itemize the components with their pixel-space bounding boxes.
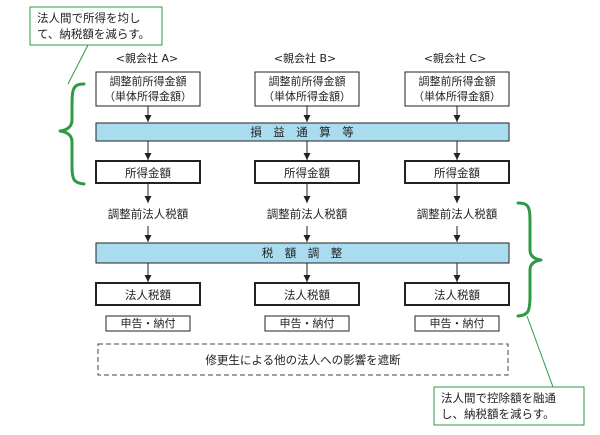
filing-b-label: 申告・納付 [280,317,335,330]
company-a-header: <親会社 A> [116,51,178,65]
tax-box-a: 法人税額 [95,282,201,306]
callout-top-line1: 法人間で所得を均し [37,11,141,25]
pre-income-a-line1: 調整前所得金額 [110,74,187,88]
tax-b-label: 法人税額 [284,288,330,302]
tax-adjustment-band: 税 額 調 整 [95,242,510,264]
pre-income-c-line1: 調整前所得金額 [419,74,496,88]
filing-box-b: 申告・納付 [264,315,350,332]
aggregation-band: 損 益 通 算 等 [95,122,510,142]
filing-c-label: 申告・納付 [430,317,485,330]
company-c-header: <親会社 C> [424,51,487,65]
callout-bottom: 法人間で控除額を融通 し、納税額を減らす。 [433,315,585,426]
filing-box-a: 申告・納付 [105,315,191,332]
income-c-label: 所得金額 [434,166,480,180]
income-box-c: 所得金額 [404,160,510,184]
tax-c-label: 法人税額 [434,288,480,302]
pre-income-b-line1: 調整前所得金額 [269,74,346,88]
callout-top: 法人間で所得を均し て、納税額を減らす。 [29,6,163,85]
pre-income-box-b: 調整前所得金額 （単体所得金額） [254,71,360,107]
pre-tax-a-label: 調整前法人税額 [108,207,189,221]
pre-income-b-line2: （単体所得金額） [263,89,351,103]
note-box: 修更生による他の法人への影響を遮断 [97,343,509,376]
tax-a-label: 法人税額 [125,288,171,302]
aggregation-band-label: 損 益 通 算 等 [250,125,354,139]
pre-tax-b-label: 調整前法人税額 [267,207,348,221]
pre-income-box-a: 調整前所得金額 （単体所得金額） [95,71,201,107]
callout-top-line2: て、納税額を減らす。 [37,27,150,41]
left-brace-icon [58,82,86,186]
income-box-b: 所得金額 [254,160,360,184]
tax-box-b: 法人税額 [254,282,360,306]
note-label: 修更生による他の法人への影響を遮断 [205,353,401,367]
income-b-label: 所得金額 [284,166,330,180]
callout-bottom-line2: し、納税額を減らす。 [441,407,555,421]
tax-adjustment-band-label: 税 額 調 整 [262,246,343,260]
company-b-header: <親会社 B> [274,51,336,65]
callout-bottom-line1: 法人間で控除額を融通 [441,391,556,405]
tax-box-c: 法人税額 [404,282,510,306]
filing-box-c: 申告・納付 [414,315,500,332]
filing-a-label: 申告・納付 [121,317,176,330]
right-brace-icon [516,201,543,318]
income-box-a: 所得金額 [95,160,201,184]
pre-income-box-c: 調整前所得金額 （単体所得金額） [404,71,510,107]
pre-income-c-line2: （単体所得金額） [413,89,501,103]
income-a-label: 所得金額 [125,166,171,180]
pre-income-a-line2: （単体所得金額） [104,89,192,103]
pre-tax-c-label: 調整前法人税額 [417,207,498,221]
